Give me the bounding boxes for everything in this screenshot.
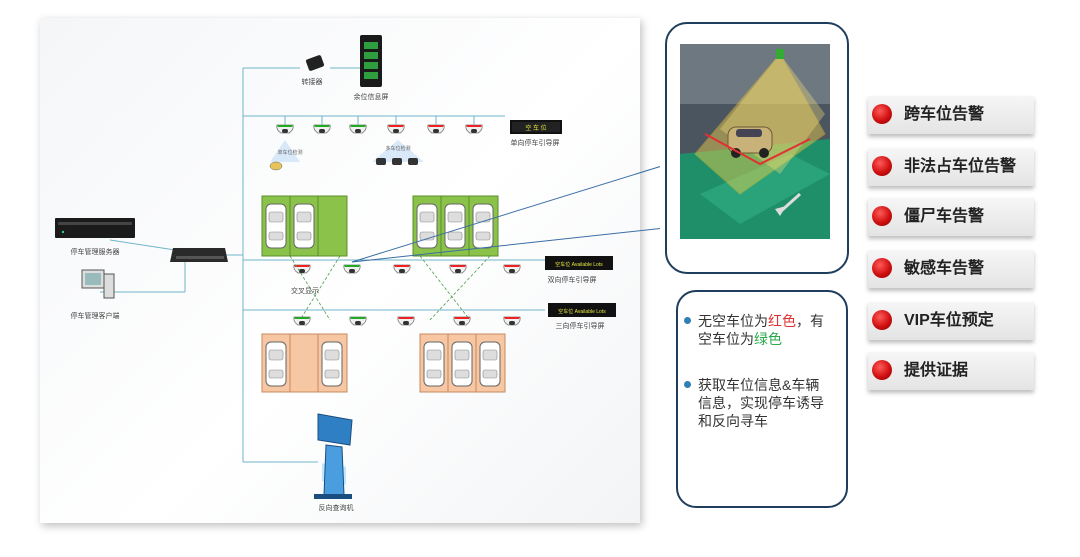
camera-row-3 xyxy=(293,316,521,326)
triple-guide-screen-label: 三向停车引导屏 xyxy=(556,321,605,330)
triple-guide-screen xyxy=(548,303,616,317)
red-dot-icon xyxy=(872,156,892,176)
parking-lot-orange-right xyxy=(419,333,506,393)
camera-row-1 xyxy=(276,124,483,134)
red-dot-icon xyxy=(872,206,892,226)
camera-row-2 xyxy=(293,264,521,274)
alarm-label: 僵尸车告警 xyxy=(904,208,985,225)
remaining-screen-icon xyxy=(360,35,382,87)
red-dot-icon xyxy=(872,360,892,380)
parking-diagram: 转接器 余位信息屏 单车位检测 多车位检测 空 车 位 单向停车引导屏 xyxy=(55,35,660,512)
red-dot-icon xyxy=(872,104,892,124)
alarm-item-evidence: 提供证据 xyxy=(868,352,1034,390)
parking-lot-orange-left xyxy=(261,333,348,393)
query-kiosk-label: 反向查询机 xyxy=(319,503,354,512)
info-item-1: 无空车位为红色，有空车位为绿色 xyxy=(684,312,828,348)
single-guide-screen xyxy=(510,120,562,134)
alarm-label: 提供证据 xyxy=(904,362,969,379)
alarm-label: 跨车位告警 xyxy=(904,106,985,123)
info-box: 无空车位为红色，有空车位为绿色 获取车位信息&车辆信息，实现停车诱导和反向寻车 xyxy=(676,290,848,508)
cross-display-lines xyxy=(289,255,491,321)
client-label: 停车管理客户端 xyxy=(71,311,120,320)
alarm-item-illegal-occupy: 非法占车位告警 xyxy=(868,148,1034,186)
info-item-1-green: 绿色 xyxy=(754,331,782,347)
server-icon xyxy=(55,218,135,238)
alarm-label: VIP车位预定 xyxy=(904,312,994,329)
parking-lot-green-right xyxy=(412,195,499,257)
client-computer-icon xyxy=(81,269,115,299)
converter-icon xyxy=(305,55,325,71)
multi-detect-label: 多车位检测 xyxy=(385,145,410,152)
cross-display-label: 交叉显示 xyxy=(291,286,319,295)
switch-icon xyxy=(170,248,228,262)
alarm-label: 敏感车告警 xyxy=(904,260,985,277)
triple-guide-screen-text: 空车位 Available Lots xyxy=(558,308,606,315)
info-item-1-red: 红色 xyxy=(768,313,796,329)
bullet-icon xyxy=(684,381,691,388)
alarm-item-zombie-car: 僵尸车告警 xyxy=(868,198,1034,236)
multi-detect-icon xyxy=(372,140,424,165)
alarm-item-sensitive-car: 敏感车告警 xyxy=(868,250,1034,288)
camera-view-photo xyxy=(680,44,830,239)
alarm-label: 非法占车位告警 xyxy=(904,158,1017,175)
red-dot-icon xyxy=(872,310,892,330)
single-guide-screen-text: 空 车 位 xyxy=(525,124,546,132)
info-item-1-b: ，有空车位为 xyxy=(698,313,824,347)
bullet-icon xyxy=(684,317,691,324)
info-item-2: 获取车位信息&车辆信息，实现停车诱导和反向寻车 xyxy=(684,376,828,430)
projection-lines xyxy=(351,166,660,263)
single-guide-screen-label: 单向停车引导屏 xyxy=(511,138,560,147)
double-guide-screen-text: 空车位 Available Lots xyxy=(555,261,603,268)
double-guide-screen-label: 双向停车引导屏 xyxy=(548,275,597,284)
server-label: 停车管理服务器 xyxy=(71,247,120,256)
info-item-2-text: 获取车位信息&车辆信息，实现停车诱导和反向寻车 xyxy=(698,377,824,429)
alarm-item-straddle: 跨车位告警 xyxy=(868,96,1034,134)
query-kiosk-icon xyxy=(314,413,353,499)
single-detect-icon xyxy=(269,140,300,171)
converter-label: 转接器 xyxy=(302,77,323,86)
red-dot-icon xyxy=(872,258,892,278)
remaining-screen-label: 余位信息屏 xyxy=(354,92,389,101)
double-guide-screen xyxy=(545,256,613,270)
parking-lot-green-left xyxy=(261,195,348,257)
single-detect-label: 单车位检测 xyxy=(277,149,302,156)
info-item-1-a: 无空车位为 xyxy=(698,313,768,329)
alarm-item-vip-reservation: VIP车位预定 xyxy=(868,302,1034,340)
